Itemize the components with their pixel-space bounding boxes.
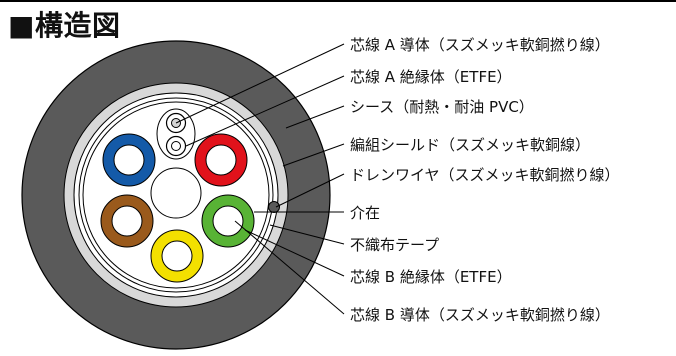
label-core-a-conductor: 芯線 A 導体（スズメッキ軟銅撚り線）	[350, 36, 610, 54]
core-b-green-conductor	[212, 205, 244, 237]
label-core-b-conductor: 芯線 B 導体（スズメッキ軟銅撚り線）	[350, 306, 610, 324]
nonwoven-tape-inner	[82, 101, 270, 289]
section-title: ■構造図	[8, 9, 121, 42]
label-filler: 介在	[350, 204, 380, 222]
leader-nonwoven-tape	[269, 224, 345, 245]
leader-drain-wire	[275, 173, 345, 208]
nonwoven-tape-outer	[78, 97, 274, 293]
label-core-b-insulator: 芯線 B 絶縁体（ETFE）	[350, 268, 512, 286]
label-nonwoven-tape: 不織布テープ	[350, 236, 439, 254]
leader-sheath	[285, 105, 345, 129]
label-braid-shield: 編組シールド（スズメッキ軟銅線）	[350, 136, 590, 154]
core-b-red-conductor	[205, 144, 237, 176]
core-b-brown-conductor	[111, 205, 143, 237]
leader-core-a-conductor	[175, 43, 345, 124]
leader-core-b-conductor	[234, 220, 345, 315]
core-b-blue-conductor	[113, 144, 145, 176]
leader-lines	[175, 43, 345, 315]
core-b-yellow-conductor	[161, 240, 193, 272]
leader-core-b-insulator	[244, 229, 345, 277]
top-rule	[0, 0, 676, 2]
label-sheath: シース（耐熱・耐油 PVC）	[350, 98, 534, 116]
label-drain-wire: ドレンワイヤ（スズメッキ軟銅撚り線）	[350, 166, 620, 184]
leader-braid-shield	[282, 143, 345, 167]
label-core-a-insulator: 芯線 A 絶縁体（ETFE）	[350, 68, 512, 86]
drain-wire	[268, 201, 280, 213]
leader-core-a-insulator	[185, 75, 345, 147]
filler	[150, 167, 202, 219]
core-a-conductor-2	[171, 141, 181, 151]
